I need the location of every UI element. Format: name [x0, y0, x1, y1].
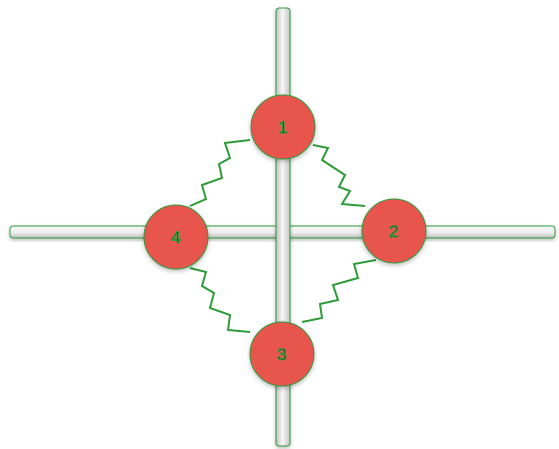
node-3-label: 3 — [277, 345, 286, 364]
node-1-label: 1 — [278, 118, 287, 137]
spring-1-2 — [312, 144, 366, 207]
node-2: 2 — [361, 198, 427, 264]
spring-4-1 — [189, 139, 251, 207]
node-3: 3 — [249, 321, 315, 387]
node-1: 1 — [250, 94, 316, 160]
spring-2-3 — [301, 259, 377, 323]
spring-3-4 — [189, 267, 251, 333]
node-4-label: 4 — [171, 228, 180, 247]
node-4: 4 — [143, 204, 209, 270]
node-2-label: 2 — [389, 222, 398, 241]
